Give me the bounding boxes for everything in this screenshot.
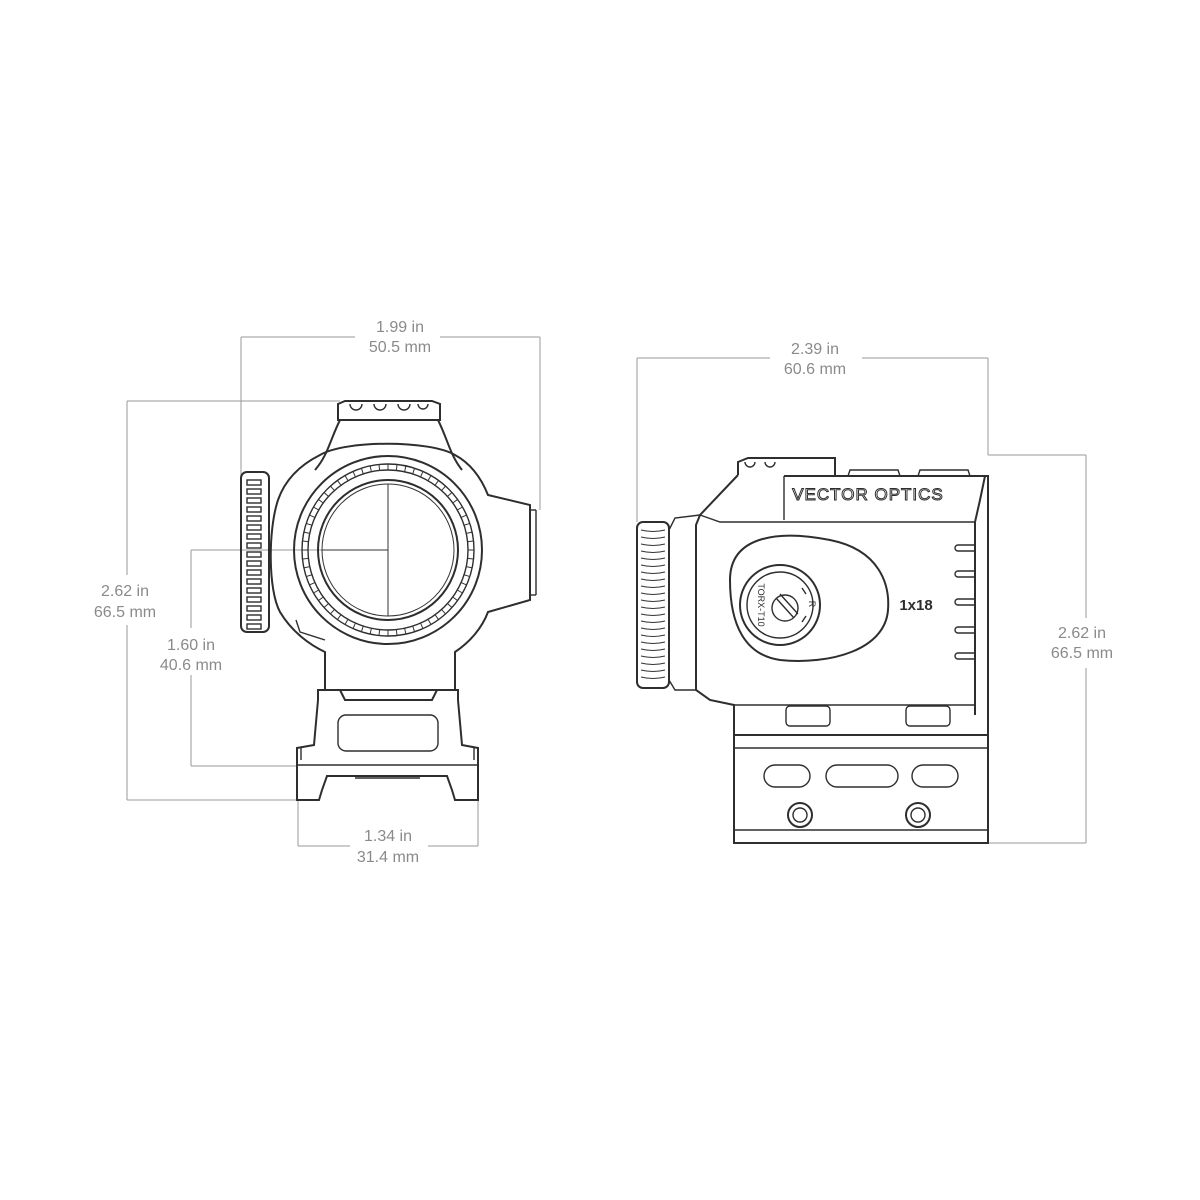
mount-width-mm: 31.4 mm	[357, 849, 419, 866]
side-view: 2.39 in 60.6 mm 2.62 in 66.5 mm	[636, 341, 1113, 844]
center-height-mm: 40.6 mm	[160, 657, 222, 674]
front-side-dial	[240, 471, 270, 633]
center-height-inches: 1.60 in	[167, 637, 215, 654]
side-control-window: TORX-T10 R 1x18	[728, 534, 933, 662]
front-height-dimension: 2.62 in 66.5 mm	[94, 400, 340, 801]
side-rail-slots	[785, 705, 951, 727]
windage-dial	[739, 564, 821, 646]
side-height-dimension: 2.62 in 66.5 mm	[988, 454, 1113, 844]
front-height-inches: 2.62 in	[101, 583, 149, 600]
front-mount	[296, 689, 479, 801]
side-length-inches: 2.39 in	[791, 341, 839, 358]
mount-screw-right	[905, 802, 931, 828]
side-length-mm: 60.6 mm	[784, 361, 846, 378]
front-width-inches: 1.99 in	[376, 319, 424, 336]
front-width-dimension: 1.99 in 50.5 mm	[240, 319, 541, 510]
side-height-inches: 2.62 in	[1058, 625, 1106, 642]
mount-width-dimension: 1.34 in 31.4 mm	[297, 782, 479, 866]
side-mount	[733, 734, 989, 844]
dial-label: TORX-T10	[756, 583, 766, 626]
front-view: 1.99 in 50.5 mm 2.62 in 66.5 mm 1.60 in …	[94, 319, 541, 866]
front-lens	[293, 455, 483, 645]
center-height-dimension: 1.60 in 40.6 mm	[160, 549, 388, 767]
mount-width-inches: 1.34 in	[364, 828, 412, 845]
mount-screw-left	[787, 802, 813, 828]
dial-marking: R	[807, 601, 817, 608]
front-housing	[269, 442, 537, 691]
front-width-mm: 50.5 mm	[369, 339, 431, 356]
side-height-mm: 66.5 mm	[1051, 645, 1113, 662]
side-objective-ring	[636, 514, 701, 691]
side-top-turret	[737, 457, 985, 520]
brand-logo: VECTOR OPTICS	[792, 485, 944, 504]
front-top-turret	[314, 400, 463, 471]
side-length-dimension: 2.39 in 60.6 mm	[636, 341, 989, 522]
front-height-mm: 66.5 mm	[94, 604, 156, 621]
model-marking: 1x18	[899, 597, 932, 614]
